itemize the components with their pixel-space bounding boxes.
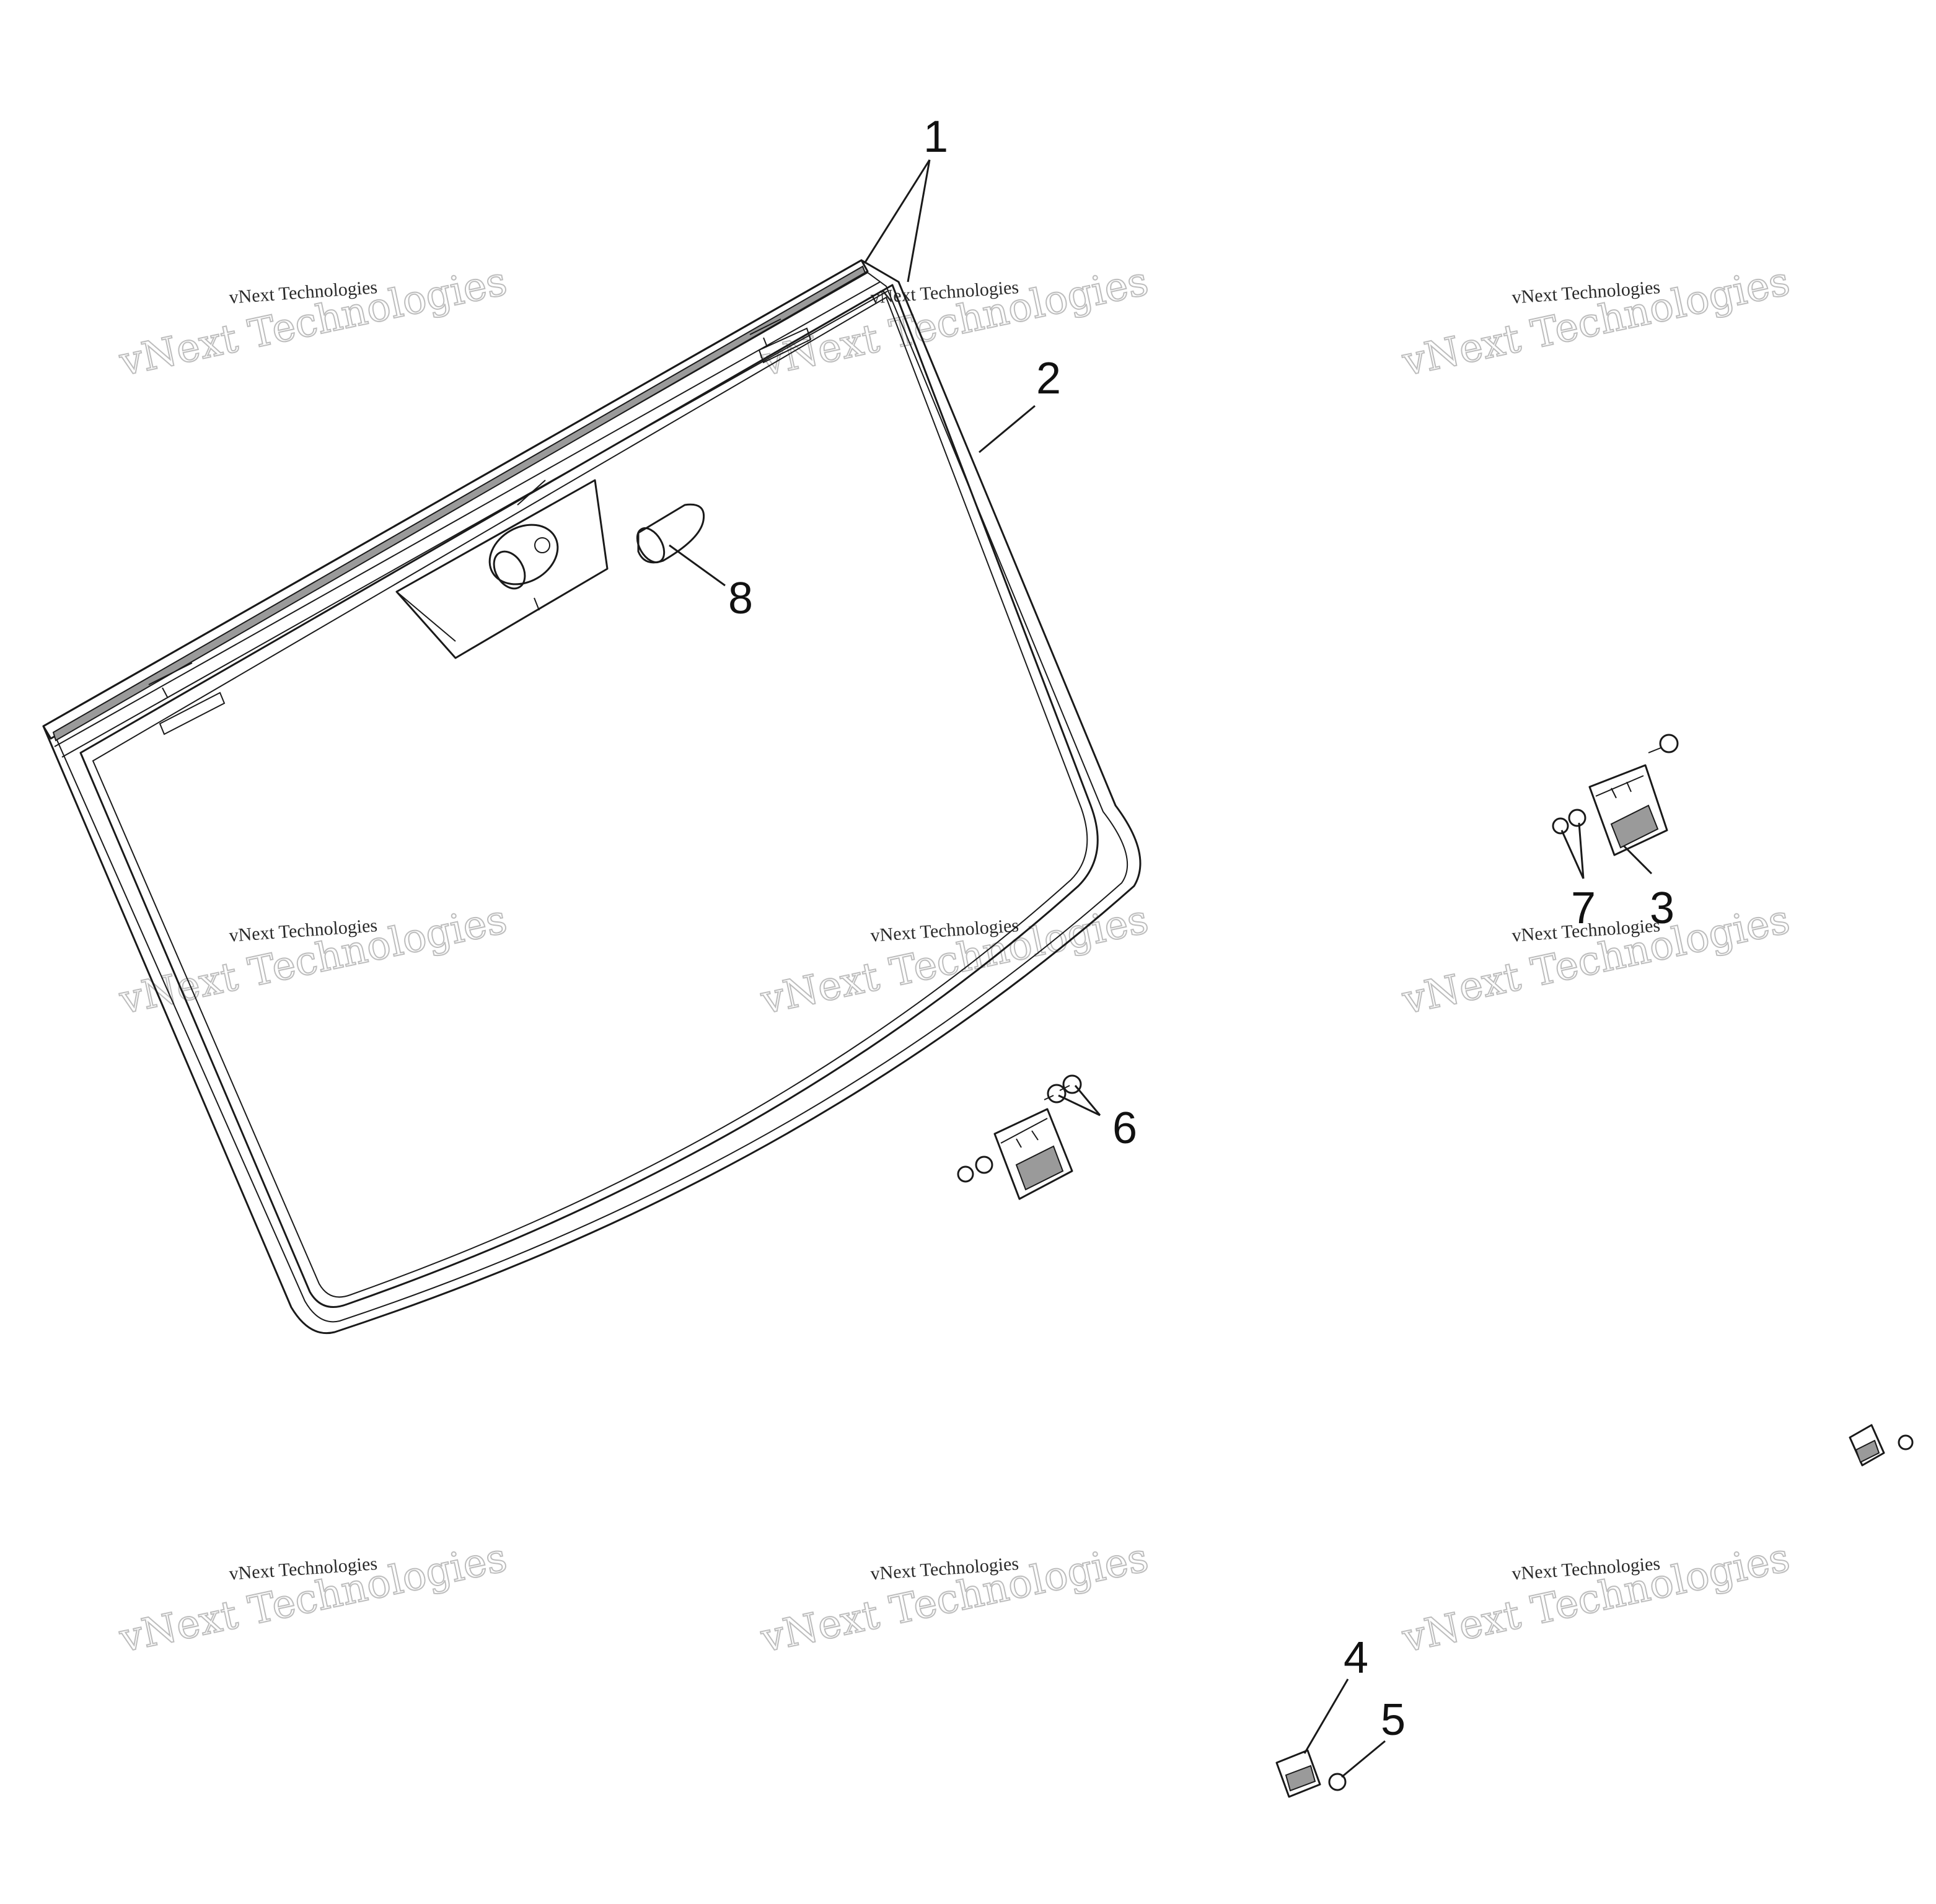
latch-face bbox=[1855, 1439, 1880, 1463]
part-8-sensor bbox=[636, 503, 705, 564]
sensor-end bbox=[636, 527, 666, 563]
windshield-assembly bbox=[42, 259, 1142, 1335]
mirror-mount-pad bbox=[488, 524, 559, 586]
part-3-hinge-bracket bbox=[1552, 734, 1679, 856]
leader-8 bbox=[669, 544, 726, 587]
mirror-mount-boss bbox=[493, 550, 526, 590]
seal-clip bbox=[758, 327, 812, 364]
part-6-hinge-bracket bbox=[957, 1074, 1082, 1200]
watermark-big: vNext Technologies bbox=[115, 1535, 511, 1662]
bolt-head bbox=[1659, 734, 1679, 753]
hinge-bracket-body bbox=[993, 1108, 1073, 1200]
mirror-mount-rib bbox=[517, 480, 546, 611]
hinge-bracket-detail bbox=[1595, 775, 1644, 799]
leader-7a bbox=[1560, 830, 1585, 879]
mirror-mount-line bbox=[396, 591, 456, 642]
watermark-grid: vNext Technologies vNext Technologies vN… bbox=[115, 258, 1794, 1662]
callout-7: 7 bbox=[1571, 884, 1596, 933]
windshield-frame-line bbox=[55, 271, 1129, 1323]
windshield-outer-frame bbox=[42, 259, 1142, 1335]
hinge-bracket-detail bbox=[1000, 1118, 1048, 1148]
nut bbox=[1552, 817, 1569, 835]
bolt-shank bbox=[1648, 747, 1661, 753]
bolt-head bbox=[1062, 1074, 1082, 1094]
watermark-big: vNext Technologies bbox=[757, 1535, 1152, 1662]
watermark-big: vNext Technologies bbox=[115, 258, 511, 385]
part-5-screw bbox=[1328, 1773, 1347, 1791]
leader-7b bbox=[1578, 822, 1585, 879]
screw-head bbox=[1328, 1773, 1347, 1791]
bolt-shank bbox=[1044, 1085, 1070, 1100]
watermark-big: vNext Technologies bbox=[757, 897, 1152, 1024]
leader-6a bbox=[1058, 1094, 1101, 1117]
latch-face bbox=[1285, 1765, 1316, 1792]
leader-3 bbox=[1622, 845, 1653, 875]
washer bbox=[1568, 809, 1586, 827]
latch-body bbox=[1275, 1749, 1321, 1798]
callout-3: 3 bbox=[1650, 884, 1674, 933]
callout-1: 1 bbox=[923, 112, 948, 162]
seal-clip bbox=[159, 691, 226, 735]
leader-5 bbox=[1341, 1740, 1386, 1778]
watermark-big: vNext Technologies bbox=[1398, 897, 1793, 1024]
washer bbox=[975, 1156, 993, 1174]
callout-4: 4 bbox=[1344, 1633, 1368, 1683]
leader-6b bbox=[1074, 1085, 1101, 1116]
leader-4 bbox=[1303, 1678, 1349, 1754]
mirror-mount bbox=[395, 479, 609, 659]
leader-1b bbox=[907, 159, 931, 283]
watermark-big: vNext Technologies bbox=[115, 897, 511, 1024]
watermark-big: vNext Technologies bbox=[757, 258, 1152, 385]
sensor-body bbox=[637, 503, 705, 564]
hinge-bracket-face bbox=[1015, 1145, 1064, 1191]
hinge-bracket-body bbox=[1588, 764, 1668, 856]
callouts: 1 2 3 4 5 6 7 8 bbox=[728, 112, 1674, 1745]
leader-lines bbox=[669, 159, 1653, 1778]
windshield-glass bbox=[79, 284, 1099, 1308]
latch-small-right bbox=[1849, 1424, 1914, 1467]
top-seal-shading bbox=[52, 265, 866, 742]
watermark-big: vNext Technologies bbox=[1398, 258, 1793, 385]
part-4-latch bbox=[1275, 1749, 1321, 1798]
windshield-glass-inner bbox=[92, 296, 1088, 1298]
seal-clip bbox=[148, 318, 781, 698]
callout-8: 8 bbox=[728, 574, 753, 623]
leader-2 bbox=[979, 405, 1036, 454]
nut bbox=[957, 1165, 974, 1183]
leader-1a bbox=[863, 159, 931, 264]
callout-5: 5 bbox=[1381, 1695, 1406, 1745]
mirror-mount-hole bbox=[534, 537, 550, 553]
mirror-mount-bracket bbox=[395, 479, 609, 659]
bolt-head bbox=[1047, 1084, 1067, 1103]
callout-6: 6 bbox=[1112, 1103, 1137, 1153]
watermark-big: vNext Technologies bbox=[1398, 1535, 1793, 1662]
hinge-bracket-face bbox=[1610, 804, 1659, 849]
callout-2: 2 bbox=[1036, 354, 1061, 403]
latch-screw bbox=[1898, 1434, 1914, 1450]
top-seal-strip-inner bbox=[54, 281, 888, 758]
top-seal-strip bbox=[42, 259, 869, 740]
